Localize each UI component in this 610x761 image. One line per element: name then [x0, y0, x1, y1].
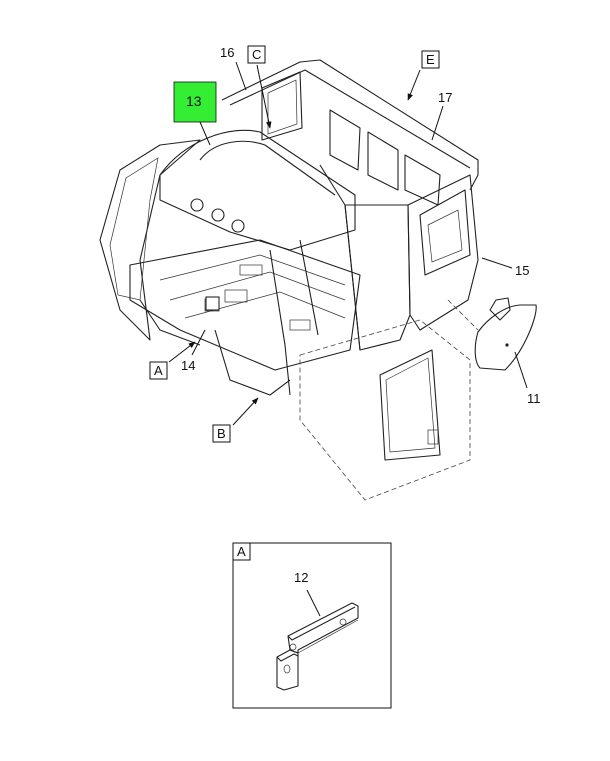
callout-13-highlight[interactable]: 13: [173, 81, 217, 123]
svg-text:C: C: [252, 47, 261, 62]
svg-text:13: 13: [186, 93, 202, 109]
callout-17: 17: [438, 90, 452, 105]
callout-16: 16: [220, 45, 234, 60]
plate-part-11: [447, 297, 537, 371]
door-outline: [299, 319, 471, 501]
bracket-part-12: [276, 602, 359, 691]
callout-14: 14: [181, 358, 195, 373]
callout-box-c: C: [247, 45, 266, 64]
svg-text:A: A: [154, 363, 163, 378]
cab-frame: [99, 59, 479, 396]
svg-text:B: B: [217, 426, 226, 441]
leader-lines: [168, 61, 528, 426]
callout-box-d-small: [205, 296, 220, 311]
callout-box-a: A: [149, 361, 168, 380]
callout-11: 11: [527, 391, 541, 406]
detail-a-tag: [232, 542, 251, 561]
callout-box-e: E: [421, 50, 440, 69]
detail-a-inset: A 12: [232, 542, 392, 709]
callout-15: 15: [515, 263, 529, 278]
callout-12: 12: [294, 570, 308, 585]
callout-box-b: B: [212, 424, 231, 443]
detail-a-label: A: [237, 544, 246, 559]
svg-text:E: E: [426, 52, 435, 67]
